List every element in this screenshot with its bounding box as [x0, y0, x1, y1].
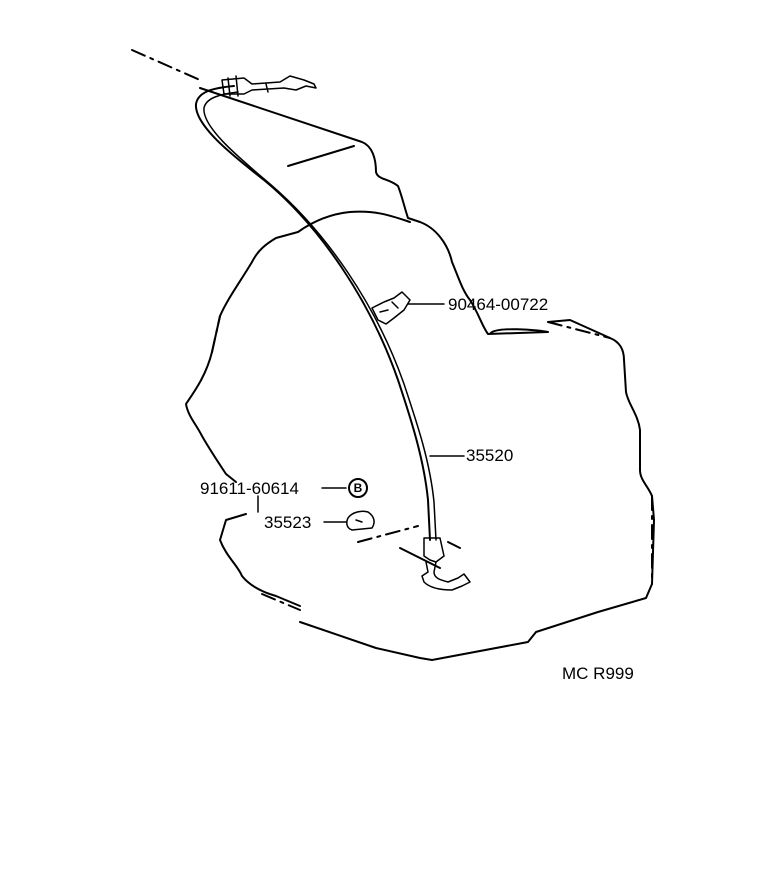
cable-end-lower: [421, 537, 471, 591]
shift-cable: [194, 85, 431, 541]
bracket-dash: [357, 525, 419, 543]
cable-end-upper: [221, 75, 317, 95]
clip-icon: [371, 291, 411, 325]
diagram-code: MC R999: [562, 664, 634, 683]
dash-left: [211, 315, 221, 353]
part-label-90464-00722: 90464-00722: [448, 295, 549, 314]
transmission-upper-outline: [199, 87, 549, 335]
transmission-bottom-left: [219, 513, 301, 607]
part-badge-b: B: [348, 478, 368, 498]
transmission-left-outline: [185, 231, 299, 483]
dash-right-top: [547, 321, 611, 339]
cable-end-upper-detail: [227, 75, 269, 97]
shift-cable-inner: [203, 91, 437, 541]
part-label-91611-60614: 91611-60614: [200, 479, 299, 498]
transmission-upper-left: [287, 145, 355, 167]
dash-top-left: [131, 49, 201, 81]
part-label-35520: 35520: [466, 446, 514, 465]
plate-icon: [346, 510, 375, 531]
transmission-right-outline: [299, 319, 655, 661]
bracket-line: [399, 541, 461, 569]
part-label-35523: 35523: [264, 513, 312, 532]
dash-bottom: [261, 593, 301, 611]
